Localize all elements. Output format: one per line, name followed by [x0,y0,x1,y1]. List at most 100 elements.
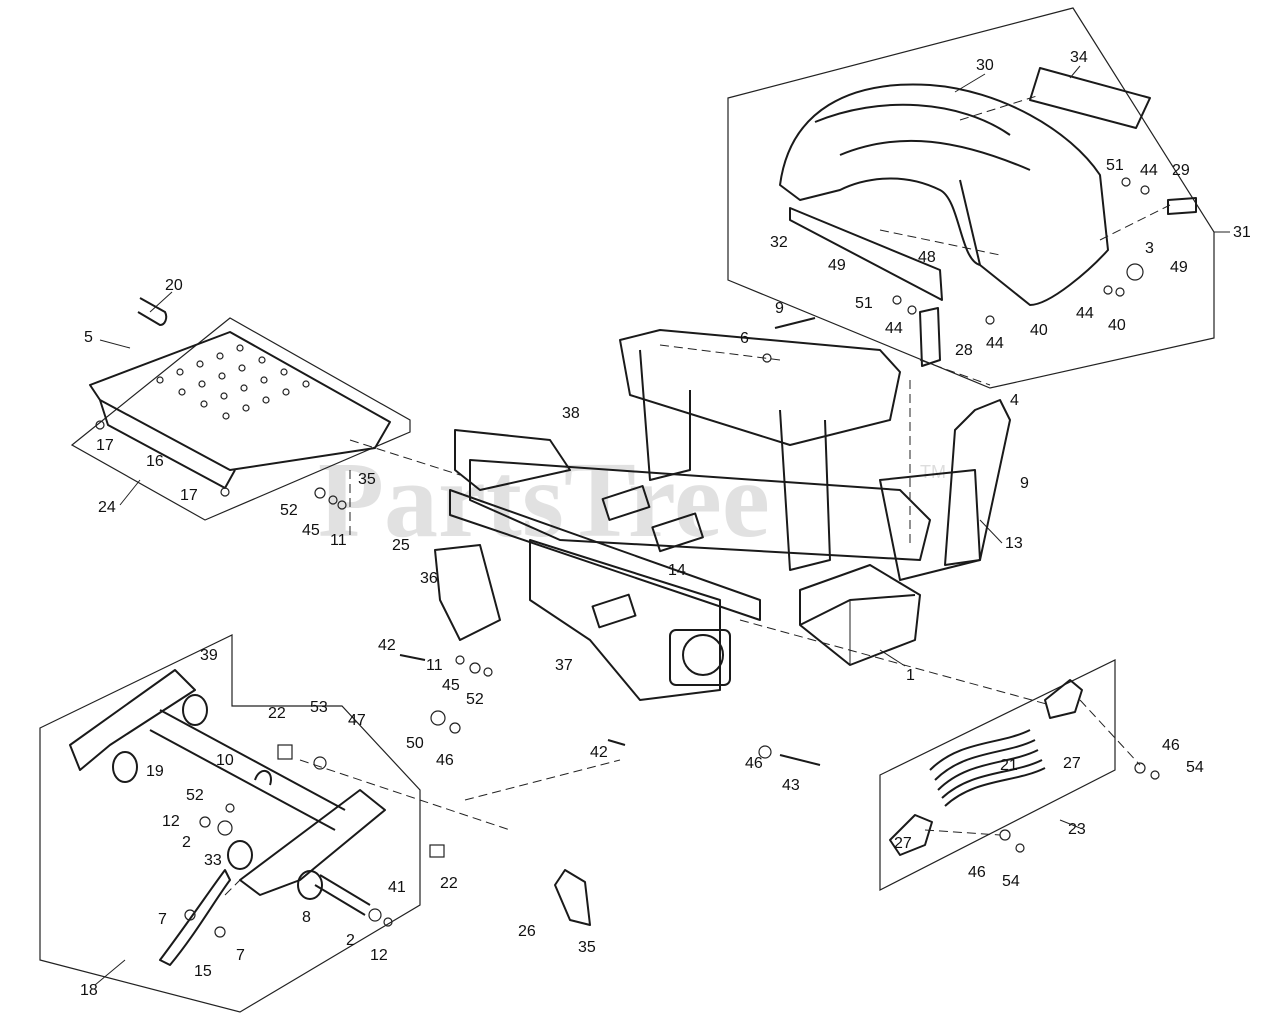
callout-label: 17 [180,487,198,504]
callout-label: 45 [302,522,320,539]
callout-label: 35 [578,939,596,956]
callout-label: 47 [348,712,366,729]
callout-label: 42 [378,637,396,654]
callout-label: 22 [440,875,458,892]
callout-label: 34 [1070,49,1088,66]
deck-lift-assembly [69,669,621,966]
callout-label: 44 [885,320,903,337]
callout-label: 51 [1106,157,1124,174]
callout-label: 52 [280,502,298,519]
callouts: 30 34 51 44 29 31 32 49 48 3 49 44 40 51… [80,49,1251,999]
callout-label: 29 [1172,162,1190,179]
callout-label: 21 [1000,757,1018,774]
callout-label: 9 [1020,475,1029,492]
callout-label: 3 [1145,240,1154,257]
group-box-18 [39,634,421,1013]
plate-27-lower [889,814,933,856]
callout-label: 24 [98,499,116,516]
callout-label: 33 [204,852,222,869]
callout-label: 46 [1162,737,1180,754]
callout-label: 51 [855,295,873,312]
callout-label: 17 [96,437,114,454]
callout-label: 20 [165,277,183,294]
callout-label: 13 [1005,535,1023,552]
plate-26 [554,869,591,926]
group-box-24 [70,317,411,521]
callout-label: 41 [388,879,406,896]
callout-label: 26 [518,923,536,940]
group-box-31 [727,7,1215,389]
callout-label: 42 [590,744,608,761]
callout-label: 5 [84,329,93,346]
callout-label: 44 [1076,305,1094,322]
callout-label: 15 [194,963,212,980]
watermark-text: PartsTree [318,441,770,560]
callout-label: 49 [828,257,846,274]
callout-label: 36 [420,570,438,587]
callout-label: 35 [358,471,376,488]
callout-label: 50 [406,735,424,752]
callout-label: 38 [562,405,580,422]
callout-label: 54 [1002,873,1020,890]
hood-assembly [779,67,1197,367]
callout-label: 37 [555,657,573,674]
callout-label: 2 [182,834,191,851]
callout-label: 27 [1063,755,1081,772]
leader-lines [94,65,1230,986]
callout-label: 25 [392,537,410,554]
callout-label: 43 [782,777,800,794]
latch-29 [1167,197,1197,215]
callout-label: 10 [216,752,234,769]
callout-label: 54 [1186,759,1204,776]
callout-label: 7 [236,947,245,964]
watermark-trademark: TM [920,462,946,482]
callout-label: 11 [426,657,443,674]
callout-label: 40 [1108,317,1126,334]
callout-label: 46 [436,752,454,769]
seat-plate-assembly [89,297,391,497]
hardware [277,317,821,926]
callout-label: 4 [1010,392,1019,409]
callout-label: 14 [668,562,686,579]
callout-label: 44 [986,335,1004,352]
callout-label: 39 [200,647,218,664]
callout-label: 18 [80,982,98,999]
callout-label: 19 [146,763,164,780]
callout-label: 44 [1140,162,1158,179]
callout-label: 11 [330,532,347,549]
knob-3 [1126,263,1144,281]
callout-label: 27 [894,835,912,852]
plate-27-upper [1044,679,1083,719]
bracket-28 [919,307,941,367]
callout-label: 49 [1170,259,1188,276]
callout-label: 7 [158,911,167,928]
group-box-23 [879,659,1116,891]
callout-label: 8 [302,909,311,926]
callout-label: 23 [1068,821,1086,838]
panel-34 [1029,67,1151,129]
callout-label: 46 [968,864,986,881]
main-frame [349,329,1011,701]
spring-assembly [739,619,1160,856]
callout-label: 52 [186,787,204,804]
callout-label: 28 [955,342,973,359]
callout-label: 40 [1030,322,1048,339]
callout-label: 30 [976,57,994,74]
callout-label: 12 [162,813,180,830]
callout-label: 22 [268,705,286,722]
callout-label: 32 [770,234,788,251]
callout-label: 9 [775,300,784,317]
callout-label: 48 [918,249,936,266]
callout-label: 46 [745,755,763,772]
bracket-32 [789,207,943,301]
callout-label: 12 [370,947,388,964]
callout-label: 45 [442,677,460,694]
callout-label: 6 [740,330,749,347]
callout-label: 1 [906,667,915,684]
callout-label: 52 [466,691,484,708]
callout-label: 53 [310,699,328,716]
callout-label: 31 [1233,224,1251,241]
callout-label: 2 [346,932,355,949]
callout-label: 16 [146,453,164,470]
